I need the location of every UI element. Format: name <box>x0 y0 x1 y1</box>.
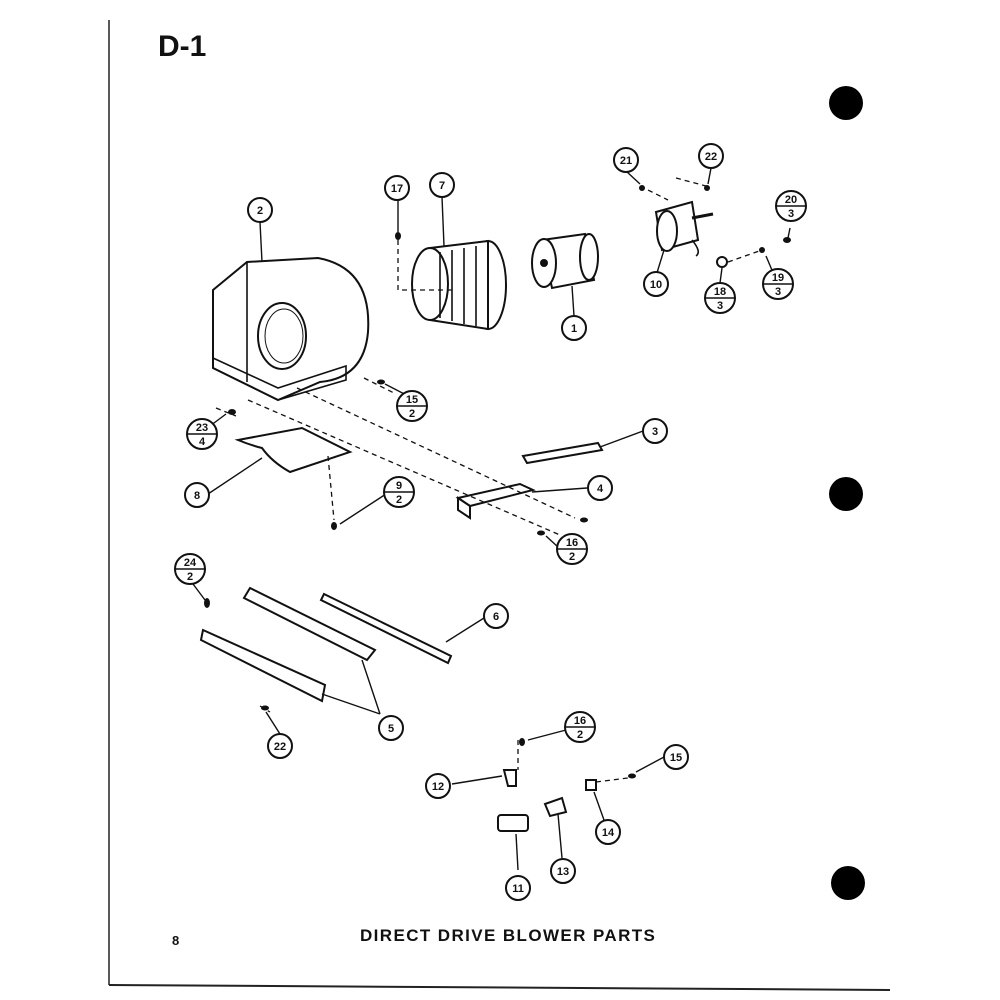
callout-22-lower: 22 <box>267 733 293 759</box>
svg-text:23: 23 <box>196 422 208 434</box>
page-label: D-1 <box>158 30 207 63</box>
callout-1: 1 <box>561 315 587 341</box>
strip-part-6 <box>319 592 453 665</box>
svg-text:11: 11 <box>512 883 524 895</box>
callout-15-qty: 152 <box>396 390 428 422</box>
callout-16-qty-upper: 162 <box>556 533 588 565</box>
callout-15: 15 <box>663 744 689 770</box>
svg-text:15: 15 <box>670 752 682 764</box>
assembly-lines <box>215 177 763 783</box>
callout-leaders <box>189 167 791 871</box>
svg-text:2: 2 <box>396 494 402 506</box>
svg-text:2: 2 <box>577 729 583 741</box>
callout-16-qty-lower: 162 <box>564 711 596 743</box>
callout-20-qty: 203 <box>775 190 807 222</box>
callout-24-qty: 242 <box>174 553 206 585</box>
svg-text:2: 2 <box>569 551 575 563</box>
callout-3: 3 <box>642 418 668 444</box>
callout-9-qty: 92 <box>383 476 415 508</box>
svg-text:13: 13 <box>557 866 569 878</box>
svg-text:4: 4 <box>199 436 206 448</box>
callout-13: 13 <box>550 858 576 884</box>
svg-text:3: 3 <box>788 208 794 220</box>
page-number: 8 <box>172 933 180 948</box>
svg-text:2: 2 <box>257 205 263 217</box>
angle-bracket-part-4 <box>455 482 536 520</box>
rail-pair-part-5 <box>199 586 377 703</box>
svg-text:1: 1 <box>571 323 577 335</box>
callout-11: 11 <box>505 875 531 901</box>
motor-mount-part <box>654 200 714 257</box>
svg-text:4: 4 <box>597 483 604 495</box>
blower-housing-part <box>212 256 370 402</box>
svg-text:6: 6 <box>493 611 499 623</box>
callout-17: 17 <box>384 175 410 201</box>
svg-text:14: 14 <box>602 827 615 839</box>
svg-text:18: 18 <box>714 286 726 298</box>
callout-14: 14 <box>595 819 621 845</box>
screws-and-fasteners <box>204 185 791 779</box>
callout-12: 12 <box>425 773 451 799</box>
svg-text:12: 12 <box>432 781 444 793</box>
svg-text:20: 20 <box>785 194 797 206</box>
mounting-bracket-plate-part <box>234 426 353 474</box>
callout-2: 2 <box>247 197 273 223</box>
svg-text:16: 16 <box>566 537 578 549</box>
svg-text:16: 16 <box>574 715 586 727</box>
callout-8: 8 <box>184 482 210 508</box>
bottom-border <box>108 984 891 991</box>
clip-part-12 <box>502 769 517 787</box>
svg-text:17: 17 <box>391 183 403 195</box>
callout-6: 6 <box>483 603 509 629</box>
svg-text:10: 10 <box>650 279 662 291</box>
callout-18-qty: 183 <box>704 282 736 314</box>
block-part-11 <box>497 814 529 832</box>
blower-wheel-part <box>411 239 507 331</box>
callout-7: 7 <box>429 172 455 198</box>
svg-text:3: 3 <box>652 426 658 438</box>
binder-hole-bottom <box>831 866 865 900</box>
callout-23-qty: 234 <box>186 418 218 450</box>
clip-part-13 <box>543 796 568 818</box>
svg-text:7: 7 <box>439 180 445 192</box>
svg-text:24: 24 <box>184 557 197 569</box>
callout-19-qty: 193 <box>762 268 794 300</box>
callout-21: 21 <box>613 147 639 173</box>
svg-text:8: 8 <box>194 490 200 502</box>
fitting-part-14 <box>585 779 597 791</box>
callout-22-upper: 22 <box>698 143 724 169</box>
svg-text:22: 22 <box>705 151 717 163</box>
callout-5: 5 <box>378 715 404 741</box>
svg-text:22: 22 <box>274 741 286 753</box>
svg-text:2: 2 <box>187 571 193 583</box>
svg-text:3: 3 <box>775 286 781 298</box>
svg-text:19: 19 <box>772 272 784 284</box>
svg-text:5: 5 <box>388 723 394 735</box>
svg-text:21: 21 <box>620 155 632 167</box>
callout-4: 4 <box>587 475 613 501</box>
svg-text:2: 2 <box>409 408 415 420</box>
callout-10: 10 <box>643 271 669 297</box>
diagram-caption: DIRECT DRIVE BLOWER PARTS <box>360 926 657 945</box>
svg-text:15: 15 <box>406 394 418 406</box>
svg-text:9: 9 <box>396 480 402 492</box>
binder-hole-top <box>829 86 863 120</box>
binder-hole-middle <box>829 477 863 511</box>
motor-part <box>531 232 599 290</box>
svg-text:3: 3 <box>717 300 723 312</box>
strip-part-3 <box>521 441 604 465</box>
